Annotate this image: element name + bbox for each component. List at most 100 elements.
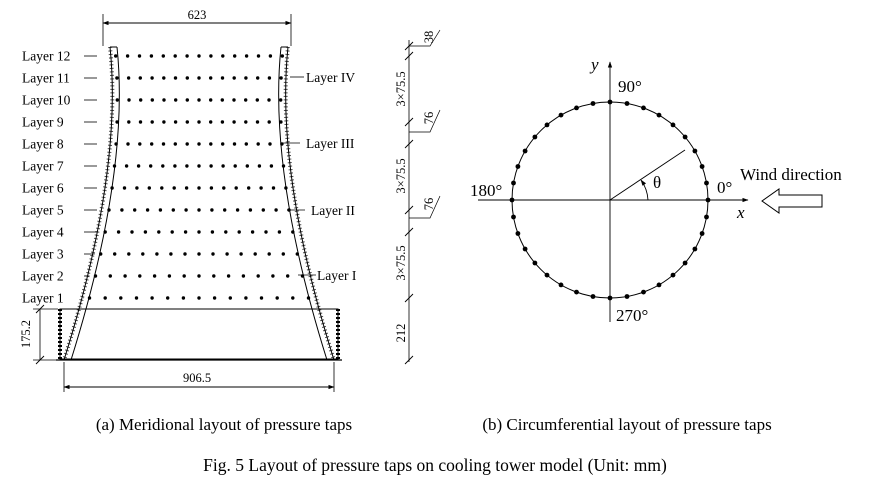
pressure-tap-dot <box>183 230 188 234</box>
layer-label: Layer 10 <box>22 93 71 108</box>
circumferential-tap-dot <box>682 134 688 140</box>
dim-tick <box>404 139 414 149</box>
pressure-tap-dot <box>173 164 177 168</box>
bottom-width-dim: 906.5 <box>183 371 211 385</box>
pressure-tap-dot <box>173 76 178 80</box>
circumferential-tap-dot <box>699 231 705 236</box>
pressure-tap-dot <box>267 252 271 256</box>
pressure-tap-dot <box>137 54 142 58</box>
pressure-tap-dot <box>212 296 217 300</box>
pressure-tap-dot <box>279 76 283 80</box>
angle-270-label: 270° <box>616 306 648 325</box>
theta-arc <box>640 179 649 201</box>
pressure-tap-dot <box>306 296 311 300</box>
pressure-tap-dot <box>274 208 278 212</box>
dim-tick <box>404 205 414 215</box>
pressure-tap-dot <box>281 252 285 256</box>
circumferential-tap-dot <box>670 122 676 128</box>
pressure-tap-dot <box>221 164 225 168</box>
pressure-tap-dot <box>184 186 189 190</box>
pressure-tap-dot <box>173 54 177 58</box>
group-label-i: Layer I <box>317 268 357 283</box>
pressure-tap-dot <box>130 230 134 234</box>
circumferential-tap-dot <box>624 101 630 106</box>
pressure-tap-dot <box>197 230 201 234</box>
layer-label: Layer 8 <box>22 137 64 152</box>
pressure-tap-dot <box>147 186 151 190</box>
pressure-tap-dot <box>115 76 119 80</box>
wind-direction-label: Wind direction <box>740 165 842 184</box>
pressure-tap-dot <box>291 230 295 234</box>
pressure-tap-dot <box>116 230 121 234</box>
pressure-tap-dot <box>271 274 275 278</box>
pressure-tap-dot <box>87 296 92 300</box>
pressure-tap-dot <box>271 186 276 190</box>
dim-tick <box>404 227 414 237</box>
dim-tick <box>404 117 414 127</box>
circumferential-tap-dot <box>704 180 709 186</box>
pressure-tap-dot <box>232 142 237 146</box>
circumferential-tap-dot <box>590 101 596 106</box>
pressure-tap-dot <box>209 98 213 102</box>
pressure-tap-dot <box>244 54 249 58</box>
pressure-tap-dot <box>125 54 130 58</box>
pressure-tap-dot <box>127 98 131 102</box>
pressure-tap-dot <box>166 296 170 300</box>
pressure-tap-dot <box>244 76 248 80</box>
pressure-tap-dot <box>197 76 201 80</box>
pressure-tap-dot <box>256 274 260 278</box>
vdim-212: 212 <box>394 324 408 343</box>
pressure-tap-dot <box>184 208 188 212</box>
pressure-tap-dot <box>145 208 150 212</box>
circumferential-tap-dot <box>558 282 564 288</box>
layer-label: Layer 5 <box>22 203 64 218</box>
pressure-tap-dot <box>167 274 172 278</box>
pressure-tap-dot <box>257 164 262 168</box>
pressure-tap-dot <box>209 186 214 190</box>
pressure-tap-dot <box>268 142 272 146</box>
vdim-38: 38 <box>422 31 436 44</box>
layer-label: Layer 3 <box>22 247 64 262</box>
dim-tick <box>404 51 414 61</box>
pressure-tap-dot <box>281 164 286 168</box>
pressure-tap-dot <box>279 120 283 124</box>
pressure-tap-dot <box>256 54 261 58</box>
pressure-tap-dot <box>110 186 114 190</box>
pressure-tap-dot <box>209 76 213 80</box>
pressure-tap-dot <box>108 274 113 278</box>
layer-label: Layer 12 <box>22 49 70 64</box>
pressure-tap-dot <box>255 120 260 124</box>
pressure-tap-dot <box>150 120 154 124</box>
circumferential-tap-dot <box>574 289 579 295</box>
layer-label: Layer 11 <box>22 71 70 86</box>
circumferential-tap-dot <box>656 282 662 288</box>
circumferential-tap-dot <box>641 105 646 111</box>
pressure-tap-dot <box>93 274 98 278</box>
pressure-tap-dot <box>197 208 201 212</box>
vdim-76-upper: 76 <box>422 112 436 125</box>
pressure-tap-dot <box>185 54 189 58</box>
pressure-tap-dot <box>126 76 131 80</box>
pressure-tap-dot <box>245 164 249 168</box>
pressure-tap-dot <box>259 186 263 190</box>
pressure-tap-dot <box>150 142 154 146</box>
pressure-tap-dot <box>162 120 166 124</box>
pressure-tap-dot <box>244 120 248 124</box>
tower-base <box>59 308 339 360</box>
pressure-tap-dot <box>212 274 216 278</box>
angle-180-label: 180° <box>470 181 502 200</box>
vdim-76-lower: 76 <box>422 198 436 211</box>
pressure-tap-dot <box>221 142 225 146</box>
pressure-tap-dot <box>160 186 164 190</box>
pressure-tap-dot <box>248 208 253 212</box>
pressure-tap-dot <box>185 76 189 80</box>
pressure-tap-dot <box>161 54 165 58</box>
pressure-tap-dot <box>134 296 139 300</box>
pressure-tap-dot <box>185 142 189 146</box>
pressure-tap-dot <box>150 76 154 80</box>
pressure-tap-dot <box>232 98 236 102</box>
pressure-tap-dot <box>183 252 187 256</box>
pressure-tap-dot <box>150 296 154 300</box>
